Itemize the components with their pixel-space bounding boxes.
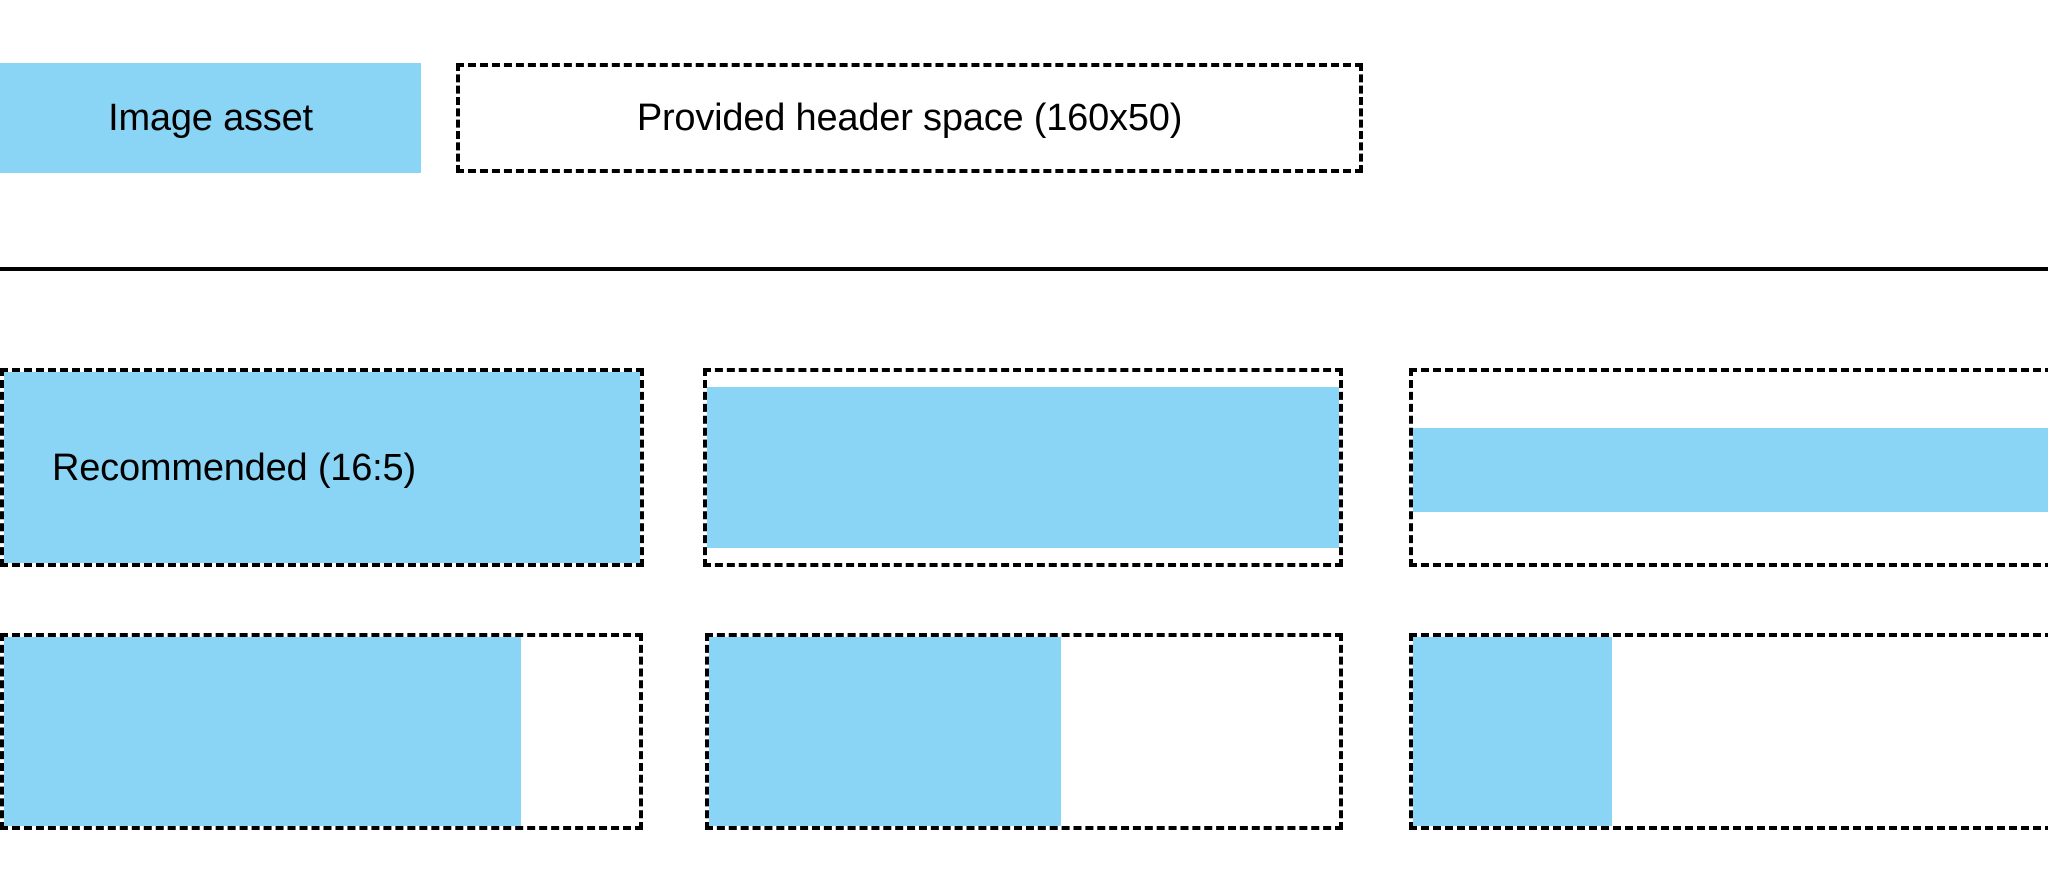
legend-header-space-outline: Provided header space (160x50): [456, 63, 1363, 173]
aspect-example-row1-col1: Recommended (16:5): [0, 368, 644, 567]
aspect-example-row2-col3: [1409, 633, 2048, 830]
legend-image-asset-swatch: Image asset: [0, 63, 421, 173]
aspect-example-row1-col2: [703, 368, 1343, 567]
image-fill-row2-col2: [709, 637, 1061, 826]
aspect-example-row2-col1: [0, 633, 643, 830]
aspect-example-row1-col1-label: Recommended (16:5): [52, 446, 416, 489]
legend-image-asset-label: Image asset: [108, 97, 313, 139]
image-fill-row2-col3: [1413, 637, 1612, 826]
image-fill-row2-col1: [4, 637, 521, 826]
image-fill-row1-col1: [4, 372, 640, 563]
section-divider: [0, 267, 2048, 271]
aspect-example-row1-col3: [1409, 368, 2048, 567]
image-fill-row1-col2: [707, 387, 1339, 548]
aspect-example-row2-col2: [705, 633, 1343, 830]
legend-header-space-label: Provided header space (160x50): [636, 97, 1183, 139]
image-fill-row1-col3: [1413, 428, 2048, 512]
